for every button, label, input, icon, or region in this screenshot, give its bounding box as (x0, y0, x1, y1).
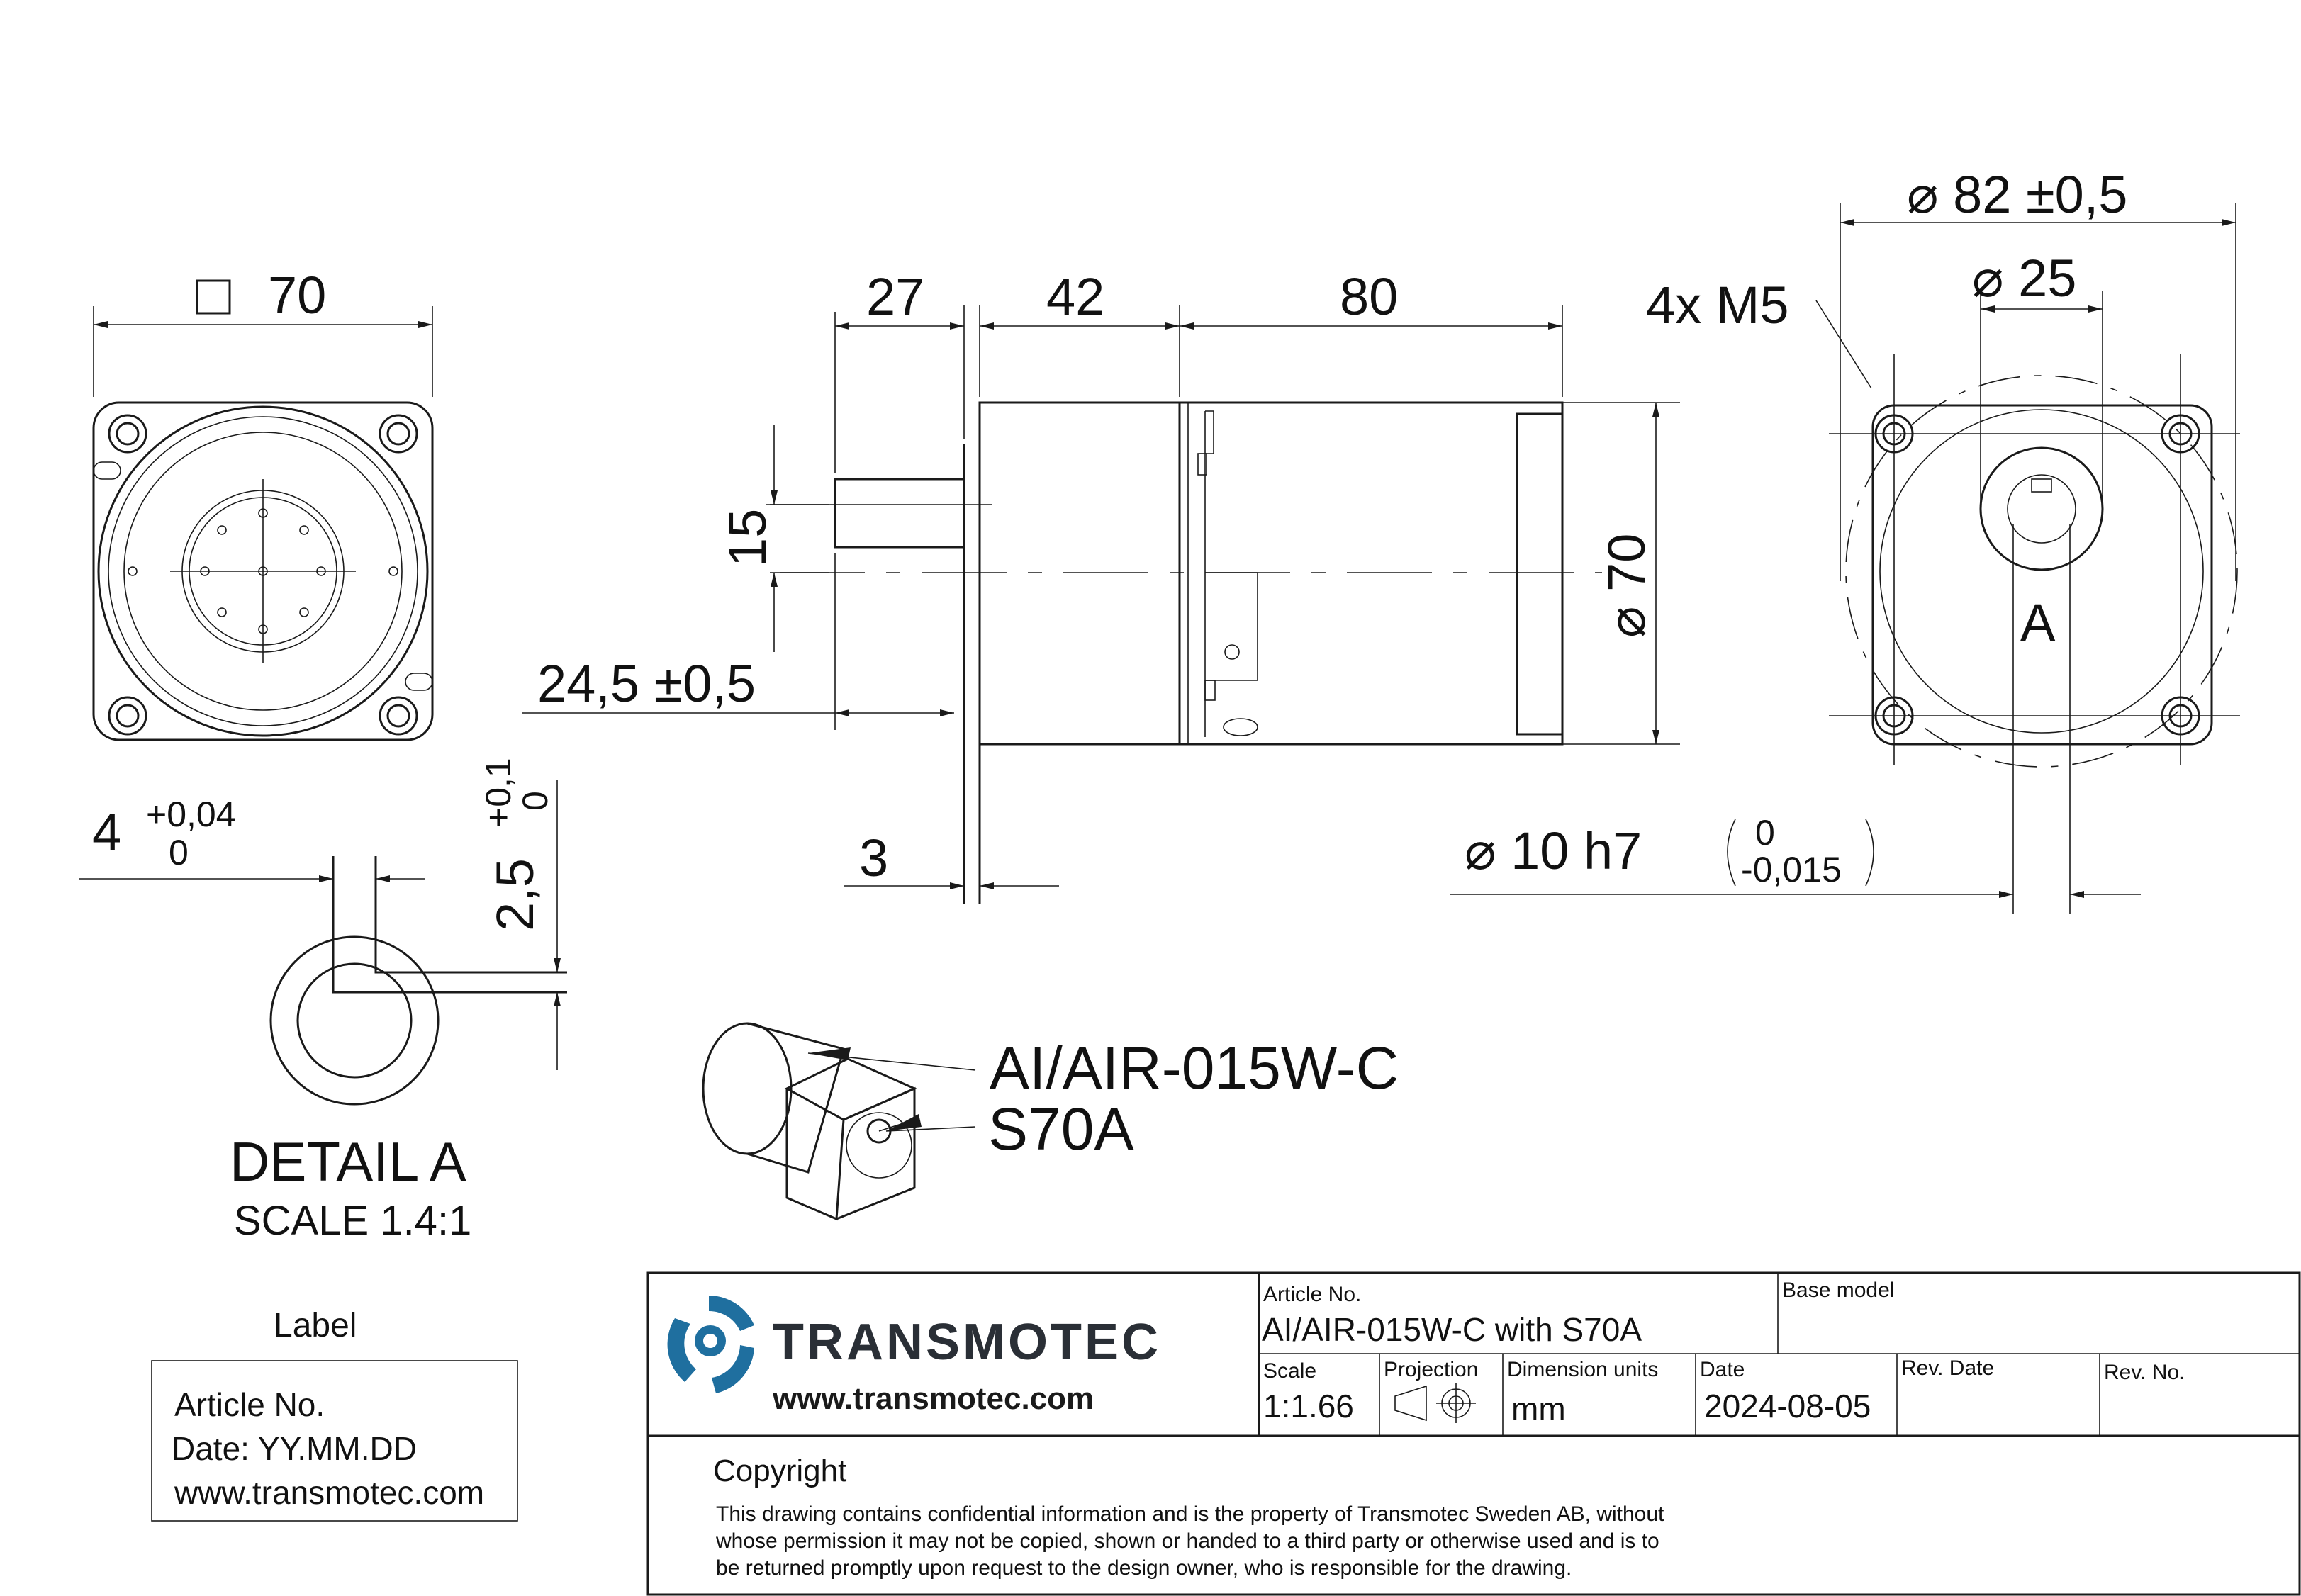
shaft-tol-lower: -0,015 (1741, 850, 1842, 889)
dimension-units-value: mm (1511, 1390, 1566, 1427)
side-view: 27 42 80 15 24,5 ±0,5 3 ⌀ 70 (522, 267, 1680, 904)
label-line-2: Date: YY.MM.DD (172, 1430, 417, 1467)
copyright-line-1: This drawing contains confidential infor… (716, 1502, 1664, 1526)
shaft-dia: ⌀ 10 h7 (1465, 821, 1642, 880)
detail-depth: 2,5 (486, 858, 544, 931)
base-model-label: Base model (1782, 1279, 1894, 1302)
end-view: ⌀ 82 ±0,5 ⌀ 25 4x M5 A ⌀ 10 h7 0 -0,015 (1450, 165, 2240, 914)
detail-depth-tol-upper: +0,1 (478, 758, 518, 828)
dim-dia-70: ⌀ 70 (1597, 534, 1656, 638)
detail-title: DETAIL A (230, 1130, 466, 1193)
projection-symbol-icon (1394, 1383, 1476, 1423)
projection-label: Projection (1384, 1358, 1478, 1381)
label-heading: Label (274, 1307, 357, 1344)
copyright-heading: Copyright (713, 1454, 846, 1488)
detail-width-tol-lower: 0 (169, 833, 189, 872)
detail-width: 4 (92, 803, 121, 862)
dim-15: 15 (718, 509, 777, 567)
label-line-3: www.transmotec.com (174, 1474, 484, 1511)
dim-24-5: 24,5 ±0,5 (537, 654, 756, 713)
dim-dia-25: ⌀ 25 (1972, 249, 2076, 308)
detail-a: 4 +0,04 0 2,5 +0,1 0 DETAIL A SCALE 1.4:… (79, 758, 567, 1244)
copyright-line-3: be returned promptly upon request to the… (716, 1556, 1572, 1580)
dim-42: 42 (1046, 267, 1104, 326)
detail-width-tol-upper: +0,04 (146, 794, 236, 834)
scale-value: 1:1.66 (1263, 1388, 1354, 1424)
front-view: 70 (92, 266, 434, 741)
shaft-tol-upper: 0 (1755, 813, 1775, 853)
iso-view: AI/AIR-015W-C S70A (702, 1022, 1399, 1221)
callout-gearmotor: AI/AIR-015W-C (990, 1035, 1399, 1101)
company-name: TRANSMOTEC (773, 1314, 1161, 1371)
article-no-value: AI/AIR-015W-C with S70A (1262, 1311, 1642, 1348)
rev-date-label: Rev. Date (1901, 1356, 1994, 1380)
dim-80: 80 (1340, 267, 1398, 326)
label-box: Label Article No. Date: YY.MM.DD www.tra… (151, 1307, 518, 1522)
dimension-units-label: Dimension units (1507, 1358, 1658, 1381)
title-block: TRANSMOTEC www.transmotec.com Article No… (646, 1271, 2301, 1596)
copyright-line-2: whose permission it may not be copied, s… (715, 1529, 1659, 1553)
scale-label: Scale (1263, 1359, 1316, 1383)
holes-callout: 4x M5 (1646, 276, 1789, 335)
transmotec-logo-icon (667, 1296, 754, 1393)
detail-scale: SCALE 1.4:1 (234, 1198, 471, 1244)
detail-depth-tol-lower: 0 (515, 791, 555, 811)
dim-dia-82: ⌀ 82 ±0,5 (1907, 165, 2127, 224)
date-label: Date (1700, 1358, 1745, 1381)
date-value: 2024-08-05 (1704, 1388, 1871, 1424)
view-letter-a: A (2020, 593, 2056, 652)
label-line-1: Article No. (174, 1386, 325, 1423)
company-website: www.transmotec.com (772, 1381, 1094, 1416)
front-width-dim: 70 (268, 266, 326, 325)
rev-no-label: Rev. No. (2104, 1361, 2185, 1384)
dim-3: 3 (859, 828, 888, 887)
dim-27: 27 (866, 267, 924, 326)
callout-gearbox: S70A (988, 1096, 1134, 1162)
article-no-label: Article No. (1263, 1283, 1361, 1306)
